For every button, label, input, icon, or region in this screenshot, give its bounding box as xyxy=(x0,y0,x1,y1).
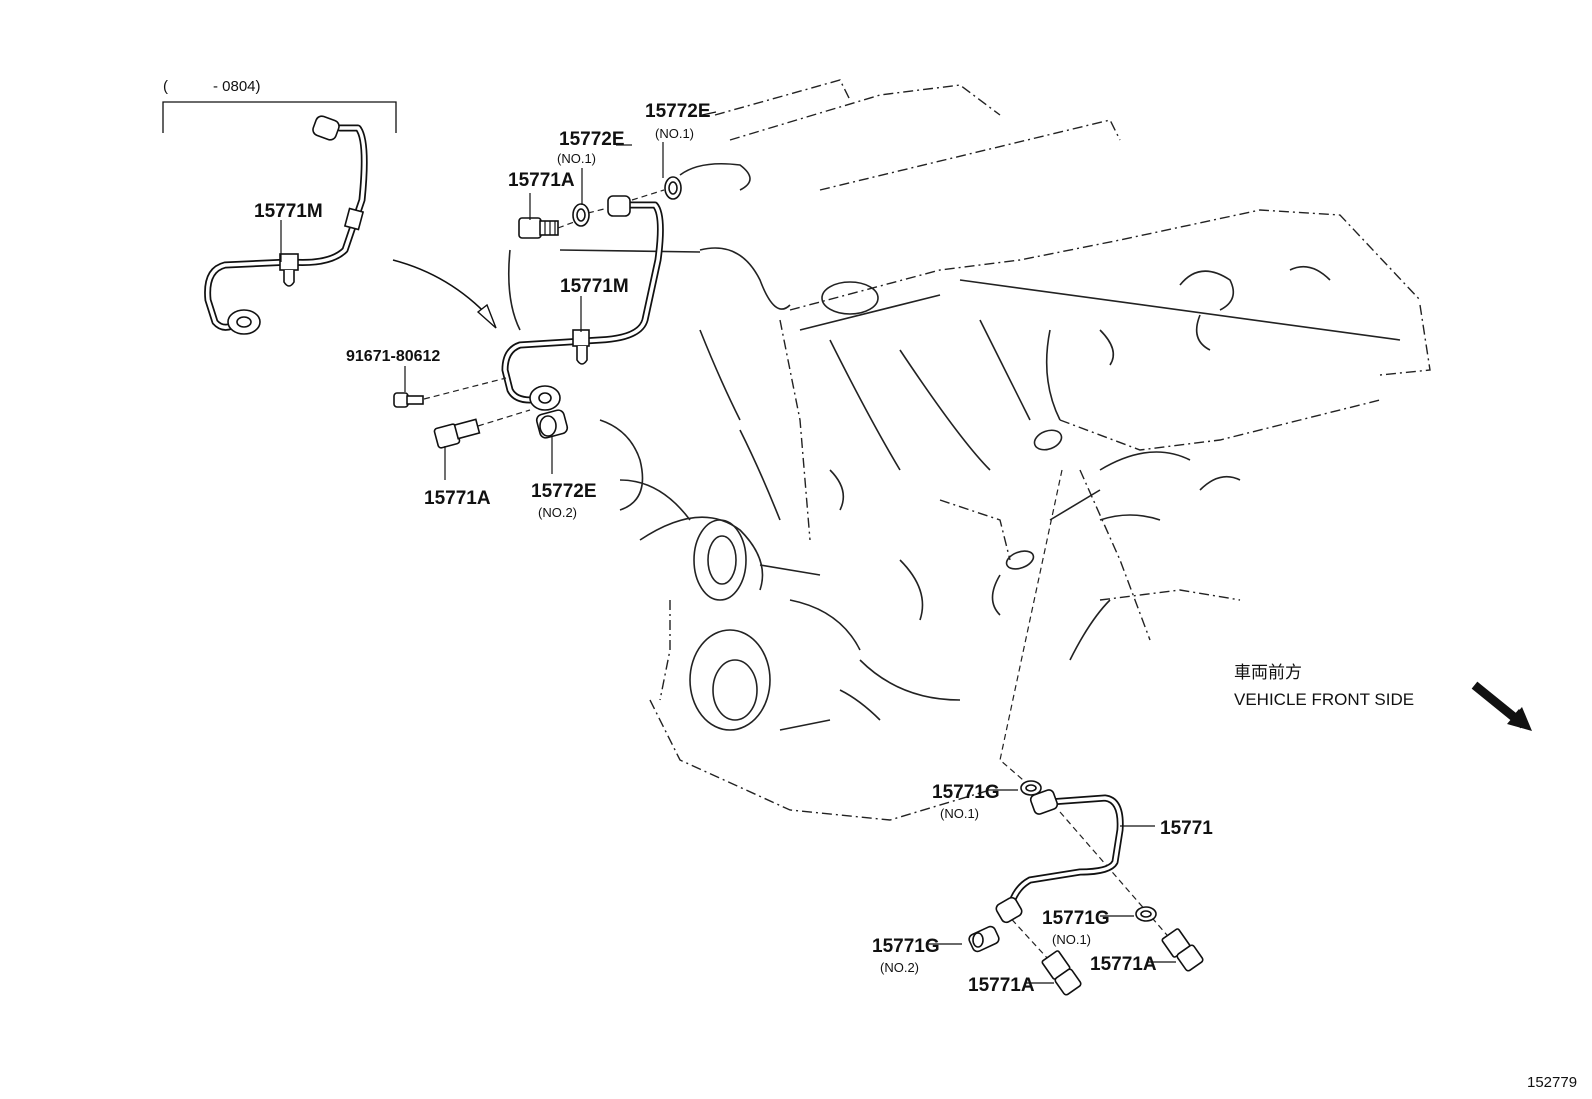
gasket-15771G-c xyxy=(968,925,1000,953)
label-15771M-alt: 15771M xyxy=(254,201,323,222)
label-15771A-right: 15771A xyxy=(1090,954,1157,975)
figure-number: 152779 xyxy=(1527,1074,1577,1091)
label-15771A-mid: 15771A xyxy=(424,488,491,509)
bolt-15771A-top xyxy=(518,217,559,239)
label-15771G-c-sub: (NO.2) xyxy=(880,960,919,975)
label-15772E-c-sub: (NO.2) xyxy=(538,505,577,520)
engine-outline xyxy=(507,79,1431,821)
upper-assembly xyxy=(393,176,682,449)
alternative-part-bracket: ( - 0804) xyxy=(162,78,397,133)
label-15772E-b: 15772E xyxy=(645,101,711,122)
label-15771A-bottom: 15771A xyxy=(968,975,1035,996)
pipe-15771M xyxy=(501,195,664,411)
bolt-91671-80612 xyxy=(393,392,424,408)
label-15771G-b-sub: (NO.1) xyxy=(1052,932,1091,947)
pipe-15771M-alt xyxy=(204,115,368,335)
lower-assembly xyxy=(968,469,1204,996)
callout-lines xyxy=(280,111,1176,984)
label-15772E-b-sub: (NO.1) xyxy=(655,126,694,141)
label-15771M: 15771M xyxy=(560,276,629,297)
label-15772E-a-sub: (NO.1) xyxy=(557,151,596,166)
label-15771: 15771 xyxy=(1160,818,1213,839)
label-15772E-c: 15772E xyxy=(531,481,597,502)
vehicle-front-note: 車両前方 VEHICLE FRONT SIDE xyxy=(1234,663,1532,731)
bolt-15771A-mid xyxy=(433,418,481,449)
pipe-15771 xyxy=(995,789,1124,924)
arrow-down-right-icon xyxy=(1471,681,1532,731)
assembly-arrow xyxy=(392,259,497,329)
bolt-15771A-bottom xyxy=(1041,950,1082,996)
label-15771G-b: 15771G xyxy=(1042,908,1110,929)
label-15772E-a: 15772E xyxy=(559,129,625,150)
part-labels: 15771M 15772E (NO.1) 15772E (NO.1) 15771… xyxy=(254,101,1213,996)
direction-en: VEHICLE FRONT SIDE xyxy=(1234,690,1414,709)
label-15771G-c: 15771G xyxy=(872,936,940,957)
union-15772E-no2 xyxy=(535,409,569,439)
label-15771G-a: 15771G xyxy=(932,782,1000,803)
label-91671-80612: 91671-80612 xyxy=(346,348,440,365)
label-15771A-top: 15771A xyxy=(508,170,575,191)
bolt-15771A-right xyxy=(1161,928,1204,972)
direction-jp: 車両前方 xyxy=(1234,663,1302,682)
label-15771G-a-sub: (NO.1) xyxy=(940,806,979,821)
bracket-label: ( - 0804) xyxy=(163,78,261,95)
